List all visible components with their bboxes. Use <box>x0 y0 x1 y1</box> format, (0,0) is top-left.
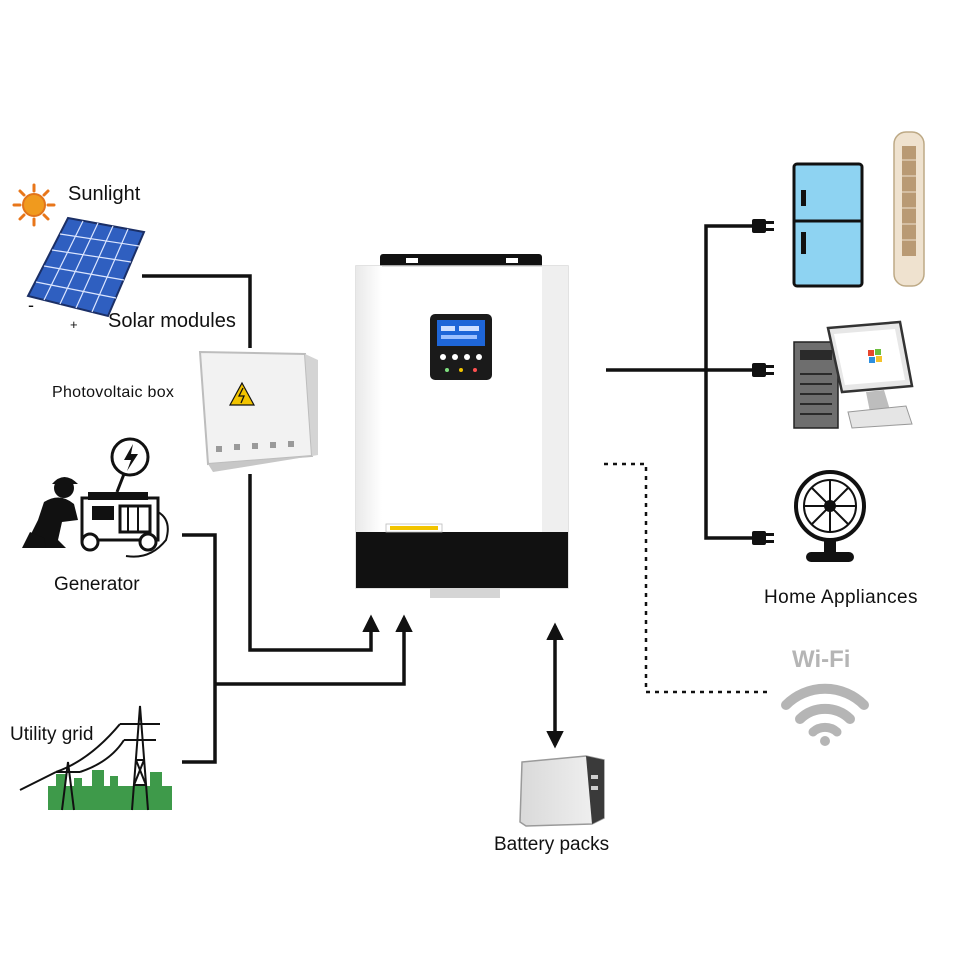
wire-generator-bus <box>182 533 217 764</box>
label-sunlight: Sunlight <box>68 183 141 205</box>
plug-computer <box>752 363 774 377</box>
label-home-appliances: Home Appliances <box>764 587 918 608</box>
warning-sign-icon <box>228 381 256 406</box>
wifi-icon <box>781 683 869 746</box>
lcd-panel <box>430 314 492 380</box>
label-generator: Generator <box>54 574 140 595</box>
panel-positive-sign: + <box>70 317 78 332</box>
refrigerator-icon <box>792 162 864 288</box>
sun-icon <box>12 183 56 227</box>
wire-ac-to-inverter <box>215 614 413 686</box>
generator-icon <box>22 437 169 558</box>
label-battery-packs: Battery packs <box>494 834 610 855</box>
windows-logo-icon <box>868 349 882 363</box>
pv-combiner-box-icon <box>198 350 318 472</box>
utility-grid-icon <box>19 705 172 811</box>
hybrid-inverter <box>355 254 569 598</box>
wire-wifi-link <box>604 462 770 694</box>
electric-fan-icon <box>794 470 866 562</box>
solar-panel-icon <box>26 216 146 318</box>
plug-fan <box>752 531 774 545</box>
battery-pack-icon <box>519 755 605 827</box>
wire-pvbox-to-inverter <box>248 474 380 652</box>
panel-negative-sign: - <box>28 295 34 315</box>
label-wifi: Wi-Fi <box>792 646 851 673</box>
wire-load-bus <box>704 224 752 540</box>
plug-fridge <box>752 219 774 233</box>
label-utility-grid: Utility grid <box>10 724 94 745</box>
plug-connectors <box>752 219 774 545</box>
connection-wires <box>142 224 752 764</box>
label-photovoltaic-box: Photovoltaic box <box>52 384 175 401</box>
wire-solar-to-pvbox <box>142 274 252 348</box>
label-solar-modules: Solar modules <box>108 310 236 332</box>
desktop-computer-icon <box>793 320 914 429</box>
tower-air-conditioner-icon <box>893 131 925 287</box>
